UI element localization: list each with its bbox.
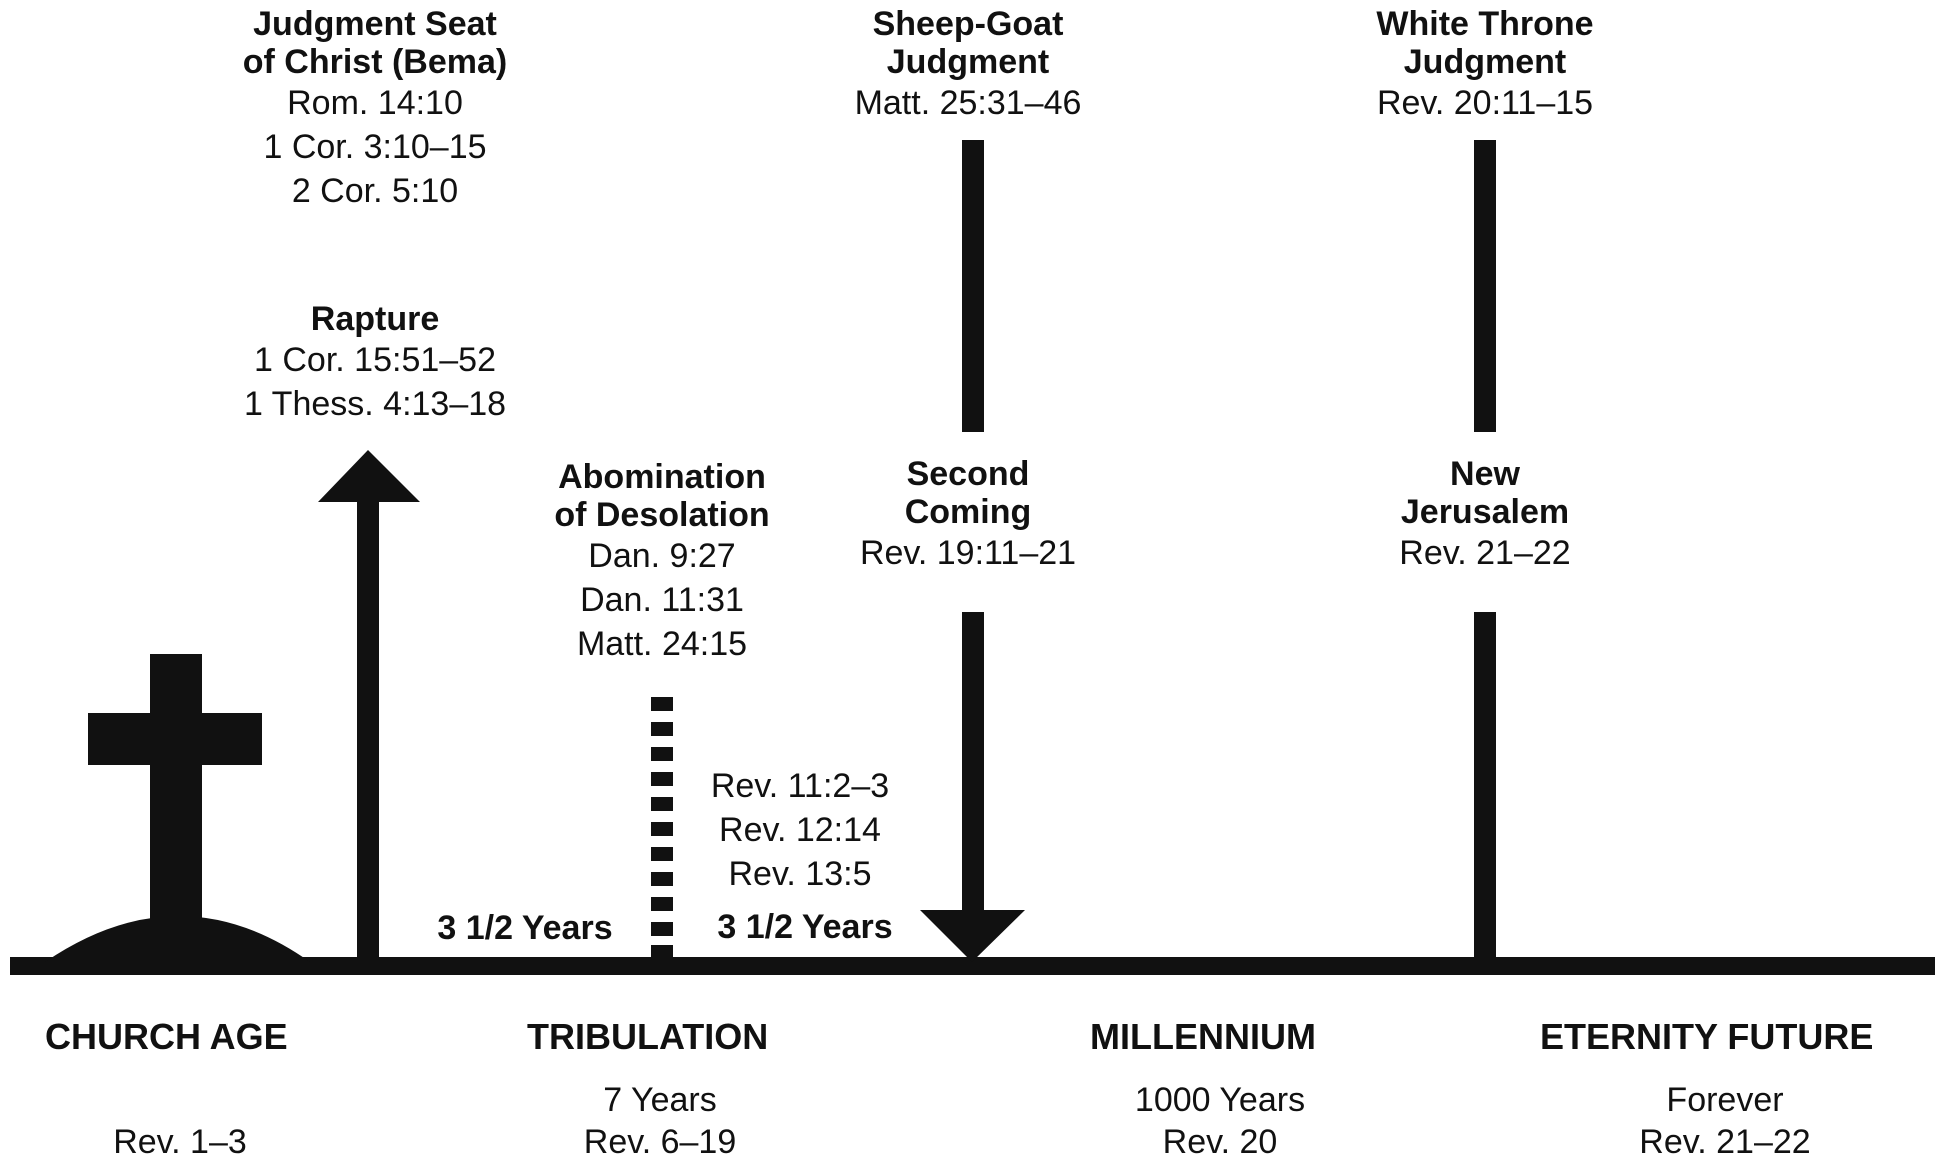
rapture-arrow-icon bbox=[318, 450, 420, 965]
era-eternity-future-duration: Forever bbox=[1666, 1081, 1784, 1119]
era-millennium-name: MILLENNIUM bbox=[1090, 1016, 1316, 1057]
era-millennium-duration: 1000 Years bbox=[1134, 1081, 1306, 1119]
cross-icon bbox=[88, 654, 262, 964]
abomination-ref-3: Matt. 24:15 bbox=[576, 625, 748, 663]
second-coming-title-line2: Coming bbox=[904, 493, 1032, 531]
half-tribulation-ref-3: Rev. 13:5 bbox=[728, 855, 872, 893]
sheep-goat-label: Sheep-Goat Judgment Matt. 25:31–46 bbox=[818, 5, 1118, 125]
bema-title-line1: Judgment Seat bbox=[253, 5, 497, 43]
second-coming-title-line1: Second bbox=[906, 455, 1030, 493]
sheep-goat-title-line2: Judgment bbox=[886, 43, 1050, 81]
new-jerusalem-title-line2: Jerusalem bbox=[1400, 493, 1570, 531]
era-tribulation-ref: Rev. 6–19 bbox=[583, 1123, 737, 1161]
era-tribulation-name: TRIBULATION bbox=[527, 1016, 769, 1057]
era-church-age-ref: Rev. 1–3 bbox=[113, 1123, 247, 1161]
bema-label: Judgment Seat of Christ (Bema) Rom. 14:1… bbox=[225, 5, 525, 213]
abomination-title-line2: of Desolation bbox=[554, 496, 770, 534]
abomination-ref-2: Dan. 11:31 bbox=[580, 581, 744, 619]
white-throne-title-line2: Judgment bbox=[1403, 43, 1567, 81]
half-tribulation-refs: Rev. 11:2–3 Rev. 12:14 Rev. 13:5 bbox=[680, 764, 920, 896]
sheep-goat-title-line1: Sheep-Goat bbox=[872, 5, 1064, 43]
bema-title-line2: of Christ (Bema) bbox=[242, 43, 508, 81]
bema-ref-1: Rom. 14:10 bbox=[287, 84, 463, 122]
rapture-label: Rapture 1 Cor. 15:51–52 1 Thess. 4:13–18 bbox=[225, 300, 525, 426]
second-coming-label: Second Coming Rev. 19:11–21 bbox=[818, 455, 1118, 575]
bema-ref-2: 1 Cor. 3:10–15 bbox=[263, 128, 487, 166]
era-tribulation-duration: 7 Years bbox=[603, 1081, 717, 1119]
second-coming-arrow-icon bbox=[920, 612, 1025, 962]
abomination-label: Abomination of Desolation Dan. 9:27 Dan.… bbox=[512, 458, 812, 666]
rapture-ref-2: 1 Thess. 4:13–18 bbox=[243, 385, 507, 423]
second-coming-ref: Rev. 19:11–21 bbox=[859, 534, 1077, 572]
sheep-goat-bar bbox=[962, 140, 984, 432]
new-jerusalem-bar bbox=[1474, 612, 1496, 962]
abomination-ref-1: Dan. 9:27 bbox=[588, 537, 736, 575]
era-millennium-ref: Rev. 20 bbox=[1162, 1123, 1278, 1161]
new-jerusalem-label: New Jerusalem Rev. 21–22 bbox=[1335, 455, 1635, 575]
bema-ref-3: 2 Cor. 5:10 bbox=[291, 172, 459, 210]
white-throne-label: White Throne Judgment Rev. 20:11–15 bbox=[1335, 5, 1635, 125]
new-jerusalem-title-line1: New bbox=[1450, 455, 1520, 493]
rapture-title: Rapture bbox=[310, 300, 440, 338]
era-church-age-name: CHURCH AGE bbox=[45, 1016, 288, 1057]
era-eternity-future-ref: Rev. 21–22 bbox=[1639, 1123, 1811, 1161]
half-tribulation-ref-2: Rev. 12:14 bbox=[719, 811, 881, 849]
abomination-dashed-line bbox=[651, 697, 673, 957]
white-throne-title-line1: White Throne bbox=[1376, 5, 1594, 43]
new-jerusalem-ref: Rev. 21–22 bbox=[1399, 534, 1571, 572]
first-half-years-label: 3 1/2 Years bbox=[437, 909, 613, 947]
second-half-years-label: 3 1/2 Years bbox=[717, 908, 893, 946]
white-throne-ref: Rev. 20:11–15 bbox=[1376, 84, 1594, 122]
sheep-goat-ref: Matt. 25:31–46 bbox=[854, 84, 1082, 122]
timeline-axis bbox=[10, 957, 1935, 975]
rapture-ref-1: 1 Cor. 15:51–52 bbox=[254, 341, 496, 379]
era-eternity-future-name: ETERNITY FUTURE bbox=[1540, 1016, 1874, 1057]
half-tribulation-ref-1: Rev. 11:2–3 bbox=[710, 767, 890, 805]
white-throne-bar bbox=[1474, 140, 1496, 432]
abomination-title-line1: Abomination bbox=[558, 458, 766, 496]
